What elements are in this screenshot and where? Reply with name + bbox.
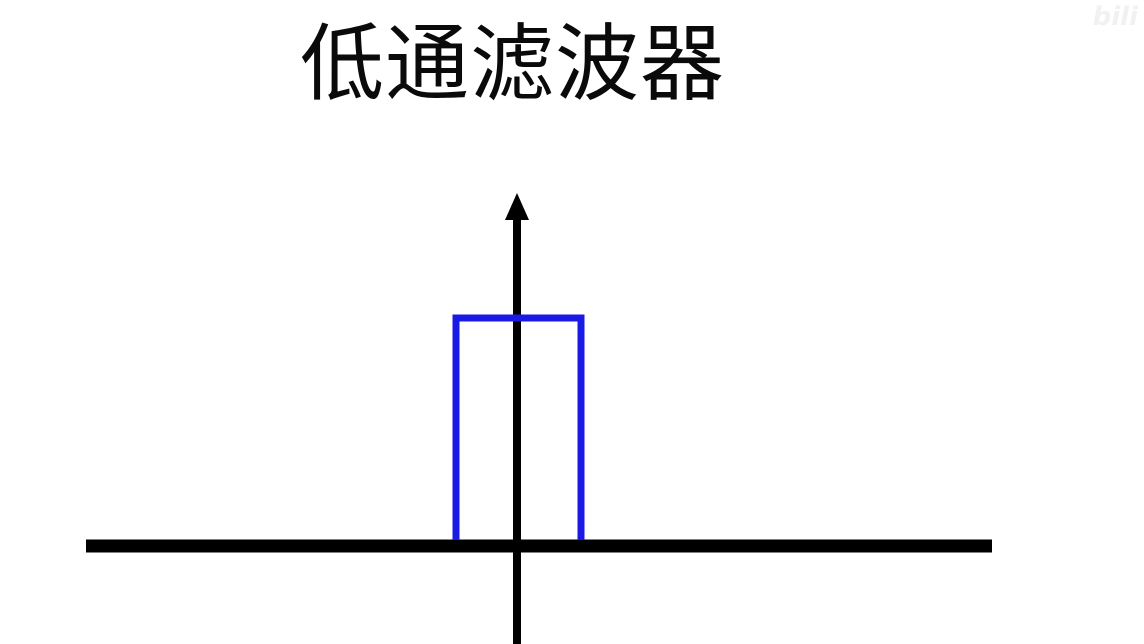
page-title: 低通滤波器 <box>300 15 726 113</box>
axis-arrow-icon <box>505 193 529 220</box>
passband-rectangle <box>452 314 585 540</box>
watermark-logo: bili <box>1092 2 1138 32</box>
